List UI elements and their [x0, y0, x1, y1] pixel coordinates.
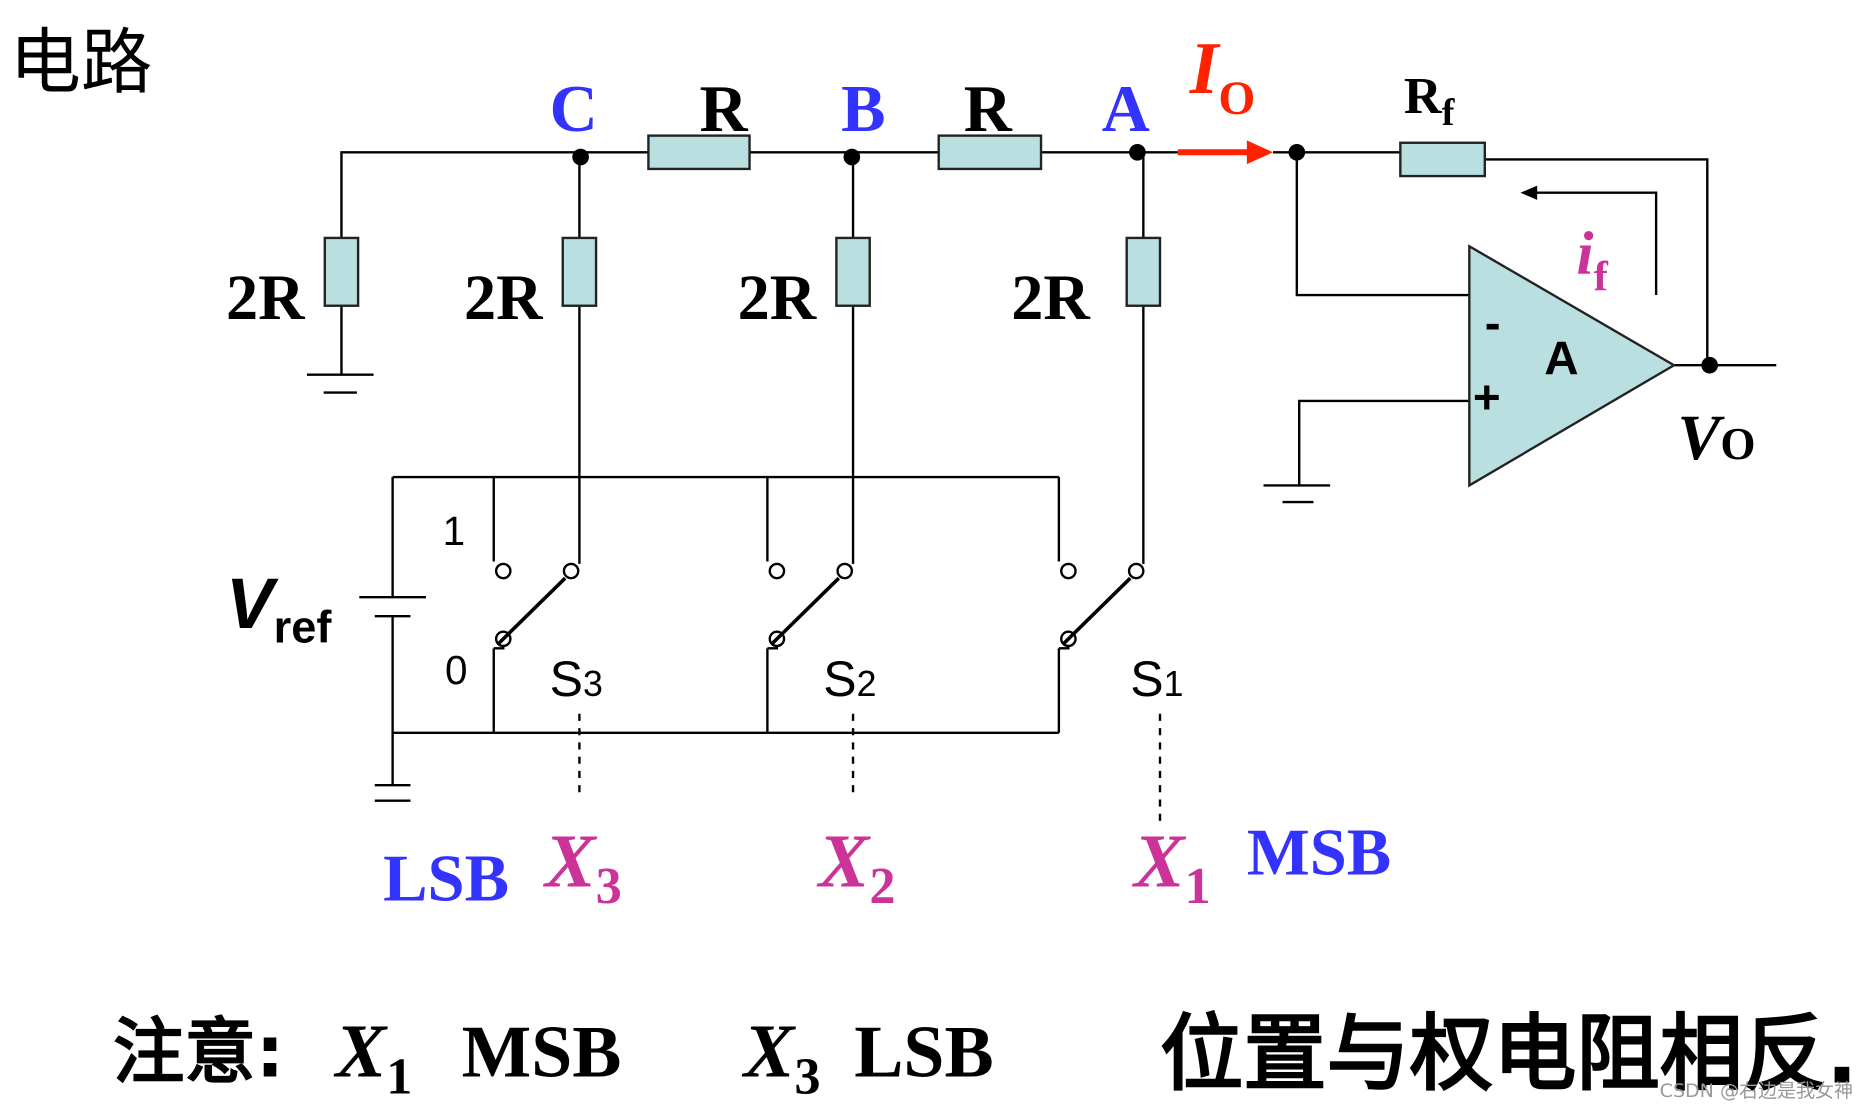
- note-line: 注意: X1 MSB X3 LSB 位置与权电阻相反.: [113, 1006, 1856, 1104]
- output-vo-label: VO: [1678, 402, 1756, 473]
- note-msb: MSB: [462, 1011, 622, 1093]
- note-conclusion: 位置与权电阻相反.: [1160, 1006, 1856, 1103]
- vref-label: Vref: [226, 564, 332, 652]
- resistor-2r-label: 2R: [1011, 262, 1090, 333]
- switch-1: [1057, 477, 1145, 733]
- bit-x3-label: X3: [543, 819, 622, 915]
- contact-2: [562, 562, 580, 580]
- opamp-label: A: [1544, 333, 1578, 386]
- note-x1: X1: [334, 1010, 413, 1104]
- position-0-label: 0: [445, 647, 468, 693]
- feedback-current-arrow: [1520, 185, 1658, 296]
- opamp-minus: -: [1485, 297, 1501, 350]
- switch-blade: [1062, 576, 1132, 645]
- switch-blade: [770, 576, 841, 645]
- opamp-plus: +: [1473, 371, 1501, 424]
- node-b-label: B: [841, 73, 885, 146]
- watermark: CSDN @右边是我女神: [1660, 1080, 1853, 1102]
- vref-battery: [359, 596, 426, 618]
- resistors: [323, 134, 1486, 307]
- current-if-label: if: [1576, 220, 1608, 301]
- contact-2: [1127, 562, 1145, 580]
- opamp: [1468, 244, 1677, 488]
- msb-label: MSB: [1247, 816, 1391, 889]
- dashed-links: [578, 713, 1162, 821]
- title: 电路: [10, 21, 153, 104]
- resistor-2r-label: 2R: [738, 262, 817, 333]
- note-prefix: 注意:: [113, 1011, 284, 1094]
- resistor-2r-label: 2R: [226, 262, 305, 333]
- resistor-rf-label: Rf: [1404, 67, 1456, 134]
- junction-dots: [572, 143, 1718, 374]
- current-io-label: IO: [1189, 27, 1256, 125]
- resistor-r-label: R: [964, 73, 1013, 146]
- contact-1: [494, 562, 512, 580]
- switches: [492, 477, 1145, 733]
- switch-3: [492, 477, 580, 733]
- switch-s2-label: S2: [823, 651, 876, 707]
- lsb-label: LSB: [383, 843, 509, 916]
- note-x3: X3: [742, 1010, 821, 1104]
- bit-x1-label: X1: [1132, 819, 1211, 915]
- wires: [340, 151, 1777, 786]
- contact-2: [836, 562, 854, 580]
- node-a-label: A: [1102, 73, 1150, 146]
- switch-blade: [497, 576, 567, 645]
- switch-s3-label: S3: [550, 651, 603, 707]
- contact-1: [1060, 562, 1077, 580]
- contact-1: [768, 562, 786, 580]
- bit-x2-label: X2: [817, 819, 896, 915]
- switch-s1-label: S1: [1130, 651, 1183, 707]
- position-1-label: 1: [443, 508, 466, 554]
- resistor-2r-label: 2R: [464, 262, 543, 333]
- node-c-label: C: [550, 73, 598, 146]
- resistor-r-label: R: [700, 73, 749, 146]
- current-arrow-io: [1177, 140, 1274, 165]
- note-lsb: LSB: [854, 1011, 993, 1093]
- switch-2: [766, 477, 854, 733]
- ground-symbols: [306, 373, 1331, 802]
